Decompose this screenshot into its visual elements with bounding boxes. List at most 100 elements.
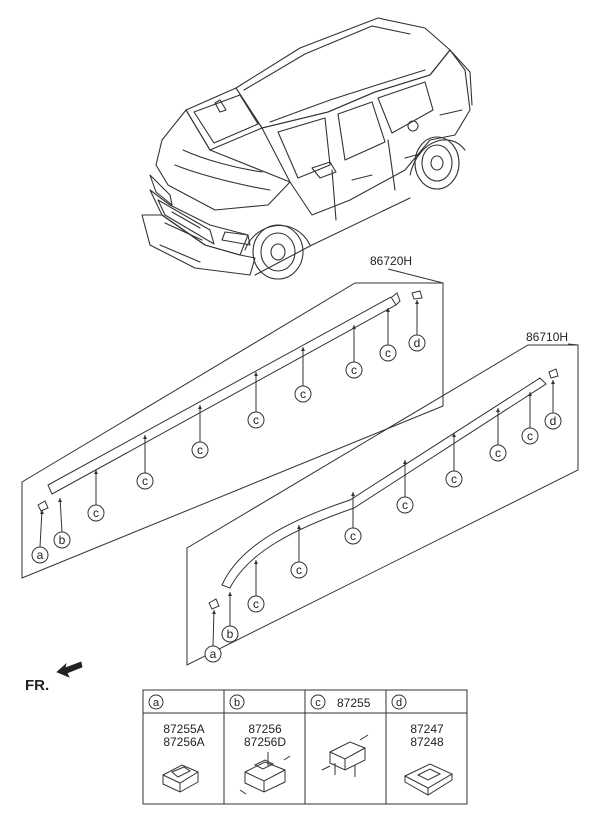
legend-part-87255a: 87255A	[163, 722, 204, 736]
callout-leader	[59, 497, 63, 533]
callout-circle	[379, 344, 397, 362]
legend-part-87256: 87256	[248, 722, 282, 736]
callout-circle	[294, 385, 312, 403]
legend-letter-d: d	[396, 697, 402, 709]
legend-letter-c: c	[315, 697, 321, 709]
callout-leader	[212, 609, 215, 647]
legend-part-87256a: 87256A	[163, 735, 204, 749]
callout-circle	[544, 412, 562, 430]
front-arrow-icon	[56, 661, 83, 678]
part-number-86710h: 86710H	[526, 330, 568, 344]
callout-b: b	[221, 592, 239, 643]
callout-letter-c: c	[402, 498, 408, 512]
rail-assembly-lower: 86710H	[186, 330, 579, 666]
callout-letter-c: c	[93, 506, 99, 520]
callout-letter-c: c	[296, 563, 302, 577]
callout-arrowhead	[386, 308, 390, 312]
legend-cell-b: b 87256 87256D	[229, 694, 291, 795]
callout-letter-b: b	[59, 533, 66, 547]
callout-c: c	[489, 408, 507, 462]
legend-cell-d: d 87247 87248	[391, 694, 454, 796]
callout-letter-c: c	[495, 446, 501, 460]
callout-d: d	[408, 300, 426, 352]
callout-letter-c: c	[253, 413, 259, 427]
clip-c-icon	[321, 734, 369, 777]
callout-c: c	[294, 347, 312, 403]
callout-letter-a: a	[37, 548, 44, 562]
callout-arrowhead	[528, 392, 532, 396]
legend-cell-a: a 87255A 87256A	[148, 694, 205, 793]
callout-arrowhead	[551, 380, 555, 384]
callout-circle	[87, 504, 105, 522]
callout-circle	[53, 531, 71, 549]
callout-circle	[344, 527, 362, 545]
callout-c: c	[379, 308, 397, 362]
clip-d-upper	[411, 290, 423, 300]
callout-arrowhead	[297, 525, 301, 529]
rail-upper-outline	[21, 282, 444, 579]
callout-arrowhead	[254, 372, 258, 376]
rail-assembly-upper: 86720H	[21, 254, 444, 579]
callout-arrowhead	[228, 592, 232, 596]
callout-circle	[221, 625, 239, 643]
clip-a-icon	[162, 764, 199, 793]
callout-a: a	[204, 609, 222, 663]
legend-letter-b: b	[234, 697, 240, 709]
callout-circle	[445, 470, 463, 488]
callout-arrowhead	[58, 498, 62, 502]
legend-part-87255: 87255	[337, 696, 371, 710]
legend-part-87256d: 87256D	[244, 735, 286, 749]
clip-a-lower	[208, 598, 220, 610]
clip-d-icon	[403, 763, 454, 796]
legend-part-87248: 87248	[410, 735, 444, 749]
callout-c: c	[445, 433, 463, 488]
callout-letter-c: c	[351, 363, 357, 377]
callout-circle	[204, 645, 222, 663]
roof-rail-lower	[221, 377, 547, 589]
front-direction-indicator: FR.	[25, 661, 83, 694]
rail-lower-outline	[186, 344, 579, 666]
legend-part-87247: 87247	[410, 722, 444, 736]
callout-c: c	[345, 325, 363, 379]
callout-circle	[489, 444, 507, 462]
callout-c: c	[136, 435, 154, 490]
callout-circle	[247, 411, 265, 429]
callout-circle	[136, 472, 154, 490]
callout-letter-c: c	[197, 443, 203, 457]
callout-circle	[345, 361, 363, 379]
callout-letter-a: a	[210, 647, 217, 661]
callout-d: d	[544, 380, 562, 430]
callout-leader	[39, 509, 43, 548]
callout-arrowhead	[452, 433, 456, 437]
callout-c: c	[344, 492, 362, 545]
roof-rail-upper	[47, 296, 397, 495]
callout-arrowhead	[198, 405, 202, 409]
callout-c: c	[247, 372, 265, 429]
callout-letter-d: d	[550, 414, 557, 428]
callout-letter-c: c	[300, 387, 306, 401]
front-label: FR.	[25, 677, 49, 694]
clip-a-upper	[37, 500, 49, 512]
callout-circle	[191, 441, 209, 459]
callout-c: c	[290, 525, 308, 579]
callout-arrowhead	[254, 560, 258, 564]
callout-arrowhead	[403, 460, 407, 464]
callout-a: a	[31, 509, 49, 564]
callout-c: c	[396, 460, 414, 514]
callout-c: c	[247, 560, 265, 613]
rail-upper-leader	[387, 268, 444, 284]
callout-c: c	[521, 392, 539, 445]
callout-letter-c: c	[142, 474, 148, 488]
callout-letter-b: b	[227, 627, 234, 641]
callout-arrowhead	[40, 510, 44, 514]
callout-circle	[521, 427, 539, 445]
clip-d-lower	[548, 368, 559, 379]
callout-c: c	[191, 405, 209, 459]
callout-arrowhead	[352, 325, 356, 329]
clip-b-icon	[239, 752, 291, 795]
callout-arrowhead	[212, 610, 216, 614]
legend-letter-a: a	[153, 697, 160, 709]
part-number-86720h: 86720H	[370, 254, 412, 268]
